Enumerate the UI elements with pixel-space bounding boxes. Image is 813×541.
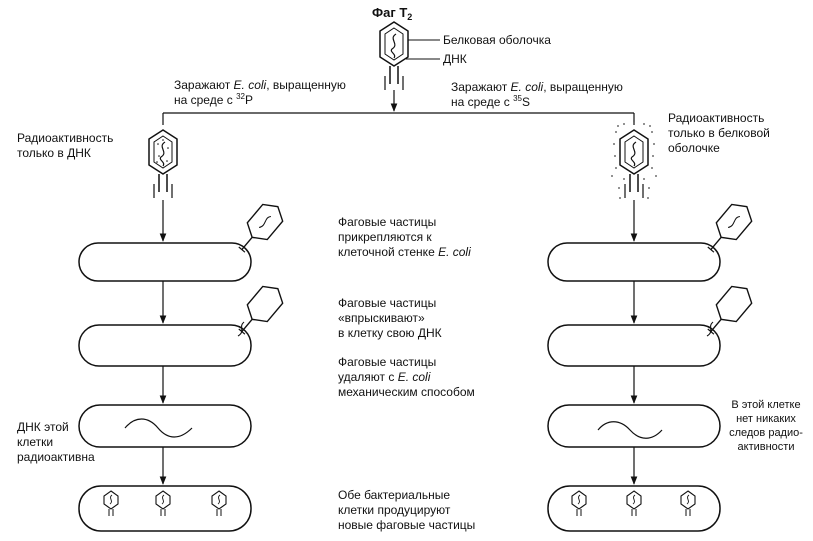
bacterial-cell	[78, 324, 252, 367]
diagram-title: Фаг T2	[372, 5, 413, 22]
dna-strand	[597, 421, 663, 439]
bacterial-cell	[78, 404, 252, 448]
left-dna-radioactive-note: ДНК этой клетки радиоактивна	[17, 420, 95, 464]
dna-strand	[124, 418, 193, 438]
phage-radioactive-dna-icon	[148, 129, 178, 199]
left-radioactivity-note: Радиоактивность только в ДНК	[17, 131, 114, 160]
step-inject-caption: Фаговые частицы «впрыскивают» в клетку с…	[338, 296, 442, 340]
injected-dna	[237, 321, 245, 337]
injecting-phage-icon	[700, 279, 758, 341]
step-produce-caption: Обе бактериальные клетки продуцируют нов…	[338, 488, 476, 532]
step-attach-caption: Фаговые частицы прикрепляются к клеточно…	[338, 215, 471, 259]
bacterial-cell	[78, 485, 252, 532]
attached-phage-icon	[231, 197, 289, 259]
phage-t2-icon	[379, 21, 409, 91]
bacterial-cell	[547, 324, 721, 367]
right-radioactivity-note: Радиоактивность только в белковой оболоч…	[668, 111, 770, 155]
dna-label: ДНК	[443, 52, 467, 66]
left-infect-caption: Заражают E. coli, выращенную на среде с …	[174, 78, 346, 107]
injected-dna	[706, 321, 714, 337]
protein-coat-label: Белковая оболочка	[443, 33, 551, 47]
right-no-radioactivity-note: В этой клетке нет никаких следов радио- …	[729, 399, 803, 453]
attached-phage-icon	[700, 197, 758, 259]
bacterial-cell	[78, 242, 252, 282]
injecting-phage-icon	[231, 279, 289, 341]
phage-radioactive-coat-icon	[611, 120, 657, 199]
bacterial-cell	[547, 404, 721, 448]
bacterial-cell	[547, 242, 721, 282]
right-infect-caption: Заражают E. coli, выращенную на среде с …	[451, 80, 623, 109]
step-remove-caption: Фаговые частицы удаляют с E. coli механи…	[338, 355, 475, 399]
